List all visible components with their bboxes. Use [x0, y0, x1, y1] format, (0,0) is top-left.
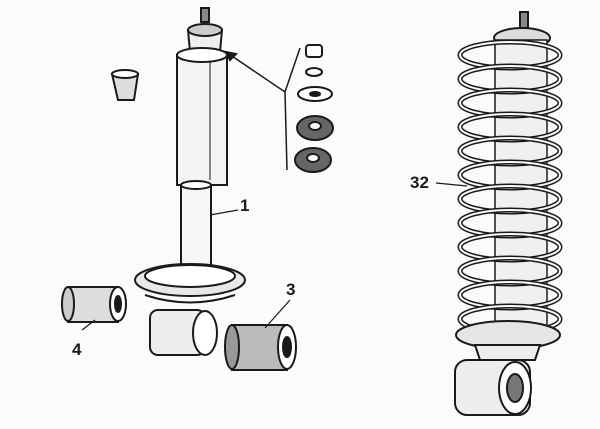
- label-3: 3: [286, 280, 296, 299]
- leader-line-32: [435, 182, 468, 187]
- label-1: 1: [240, 196, 250, 215]
- bushing-3: [224, 324, 297, 371]
- bushing-4: [61, 286, 127, 323]
- coil-spring-assembly: [454, 11, 563, 416]
- label-32: 32: [410, 173, 429, 192]
- label-4: 4: [72, 340, 82, 359]
- shock-absorber: [134, 7, 246, 356]
- top-rubber-bushing: [110, 69, 140, 101]
- leader-line-4: [81, 319, 96, 331]
- mounting-washers: [224, 44, 334, 173]
- leader-line-3: [264, 299, 291, 329]
- leader-line-1: [209, 209, 239, 216]
